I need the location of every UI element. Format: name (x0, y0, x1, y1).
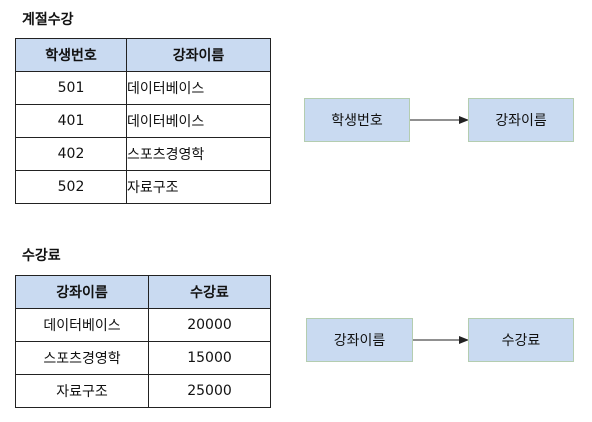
table-row: 스포츠경영학 15000 (15, 341, 271, 375)
table-row: 401 데이터베이스 (15, 104, 271, 138)
table-cell: 자료구조 (126, 170, 271, 204)
table-row: 자료구조 25000 (15, 374, 271, 408)
column-header: 강좌이름 (126, 38, 271, 72)
table1: 학생번호 강좌이름 501 데이터베이스 401 데이터베이스 402 스포츠경… (15, 38, 271, 204)
table-cell: 25000 (148, 374, 271, 408)
node-label: 수강료 (501, 333, 541, 349)
table-cell: 20000 (148, 308, 271, 342)
column-header: 수강료 (148, 275, 271, 309)
table1-title: 계절수강 (22, 12, 74, 28)
diagram2-target-node: 수강료 (468, 318, 574, 362)
table-cell: 502 (15, 170, 127, 204)
node-label: 학생번호 (331, 113, 383, 129)
table2-title: 수강료 (22, 248, 61, 264)
diagram1-target-node: 강좌이름 (468, 98, 574, 142)
table-cell: 자료구조 (15, 374, 149, 408)
table-row: 데이터베이스 20000 (15, 308, 271, 342)
table-cell: 데이터베이스 (126, 104, 271, 138)
diagram2-source-node: 강좌이름 (306, 318, 413, 362)
table-header-row: 강좌이름 수강료 (15, 275, 271, 309)
table-header-row: 학생번호 강좌이름 (15, 38, 271, 72)
table-row: 501 데이터베이스 (15, 71, 271, 105)
table-cell: 15000 (148, 341, 271, 375)
column-header: 강좌이름 (15, 275, 149, 309)
table-row: 502 자료구조 (15, 170, 271, 204)
diagram1-source-node: 학생번호 (304, 98, 410, 142)
node-label: 강좌이름 (333, 333, 386, 349)
table-cell: 스포츠경영학 (15, 341, 149, 375)
node-label: 강좌이름 (495, 113, 547, 129)
table-cell: 데이터베이스 (126, 71, 271, 105)
table-cell: 501 (15, 71, 127, 105)
table-cell: 402 (15, 137, 127, 171)
table2: 강좌이름 수강료 데이터베이스 20000 스포츠경영학 15000 자료구조 … (15, 275, 271, 408)
